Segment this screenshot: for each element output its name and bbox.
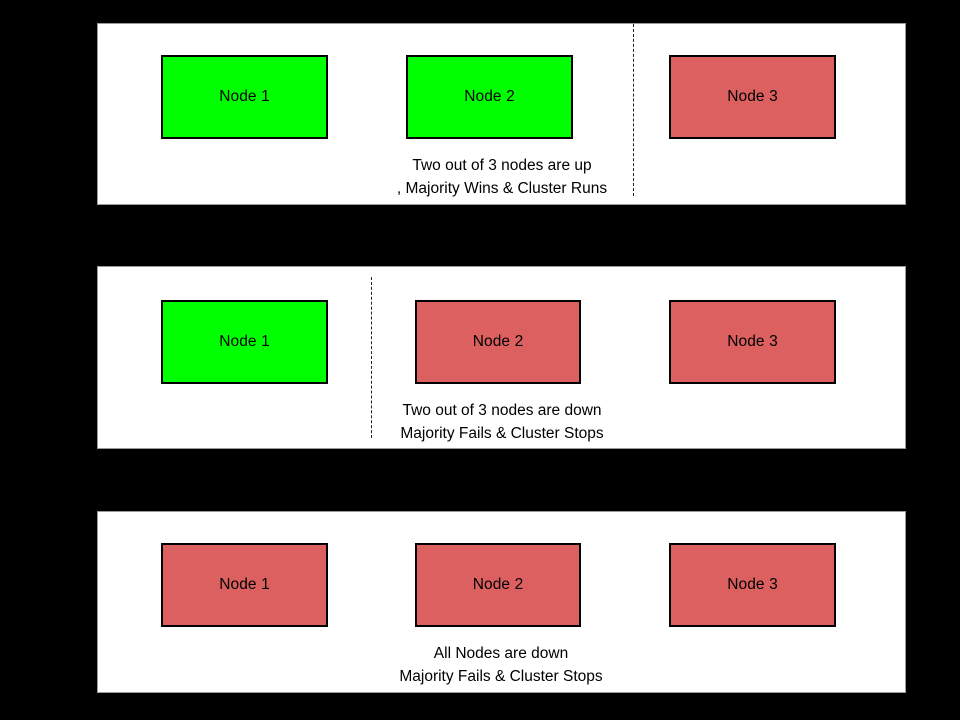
- quorum-divider-line: [633, 24, 634, 196]
- caption-line: Two out of 3 nodes are down: [402, 402, 602, 419]
- caption-line: All Nodes are down: [433, 645, 569, 662]
- node-box-1-down: Node 1: [161, 543, 328, 627]
- node-box-2-up: Node 2: [406, 55, 573, 139]
- caption-line: Two out of 3 nodes are up: [412, 157, 592, 174]
- node-box-1-up: Node 1: [161, 300, 328, 384]
- caption-line: , Majority Wins & Cluster Runs: [396, 180, 608, 197]
- node-box-3-down: Node 3: [669, 543, 836, 627]
- node-box-3-down: Node 3: [669, 55, 836, 139]
- caption-line: Majority Fails & Cluster Stops: [400, 425, 604, 442]
- scenario-caption-scenario-two-up: Two out of 3 nodes are up , Majority Wins…: [357, 154, 647, 200]
- quorum-divider-line: [371, 277, 372, 438]
- node-box-2-down: Node 2: [415, 300, 581, 384]
- node-box-3-down: Node 3: [669, 300, 836, 384]
- caption-line: Majority Fails & Cluster Stops: [399, 668, 603, 685]
- node-box-1-up: Node 1: [161, 55, 328, 139]
- node-box-2-down: Node 2: [415, 543, 581, 627]
